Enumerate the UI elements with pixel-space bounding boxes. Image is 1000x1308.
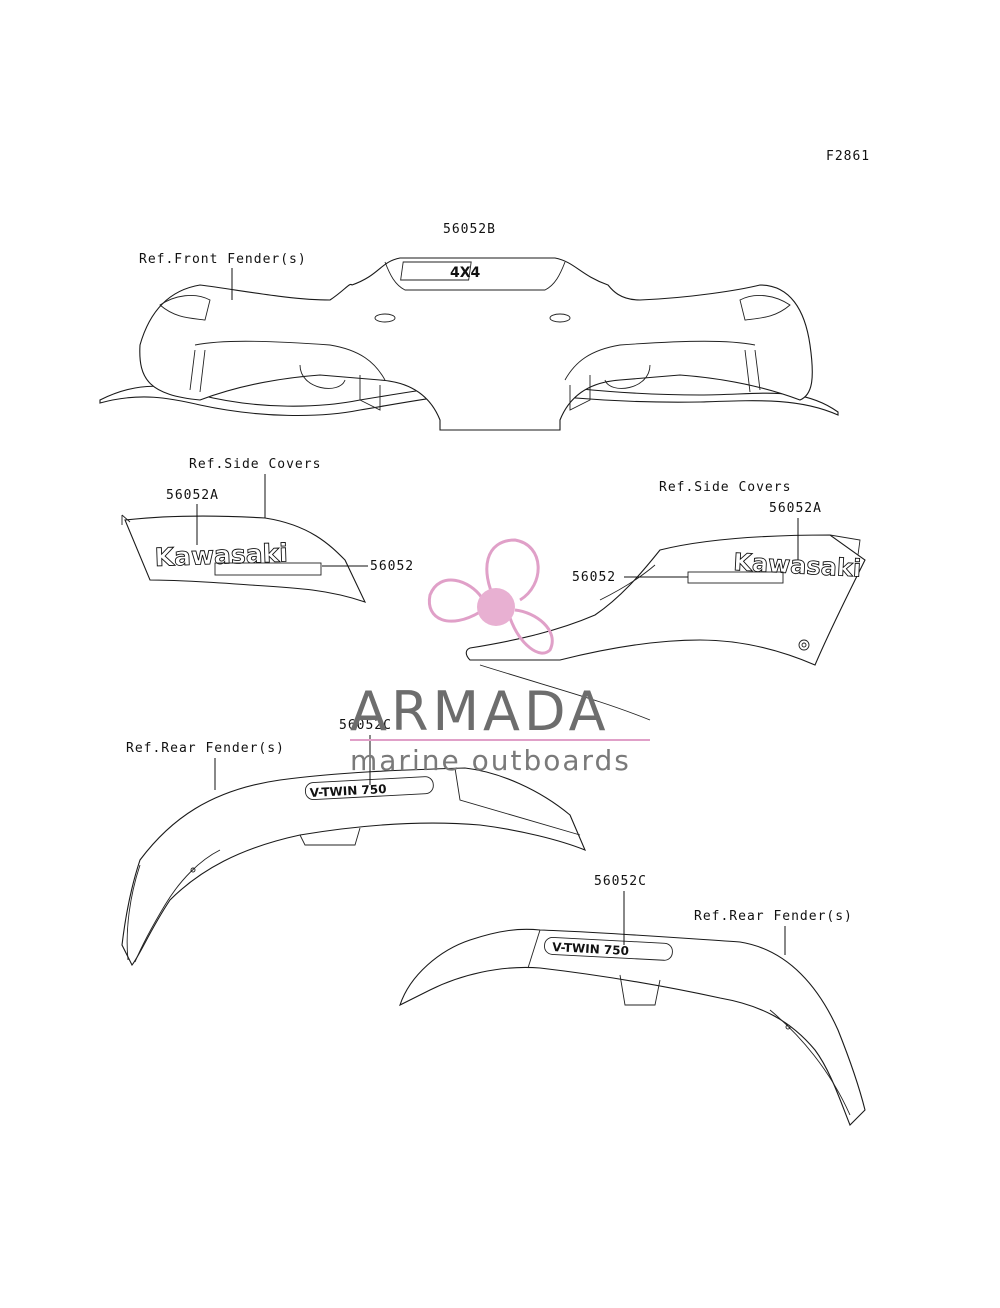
front-fender: 4X4	[99, 257, 839, 431]
left-rear-part-number: 56052C	[339, 718, 392, 733]
right-rear-fender: V-TWIN 750	[399, 928, 866, 1126]
right-engine-decal: V-TWIN 750	[552, 940, 629, 958]
right-rear-fender-ref: Ref.Rear Fender(s)	[694, 909, 853, 924]
left-engine-decal: V-TWIN 750	[309, 782, 386, 800]
armada-watermark: ARMADA marine outboards	[350, 538, 650, 777]
right-side-cover-ref: Ref.Side Covers	[659, 480, 791, 495]
right-side-part: 56052	[572, 570, 616, 585]
front-part-number: 56052B	[443, 222, 496, 237]
right-side-cover: Kawasaki BRUTE FORCE	[465, 534, 866, 721]
decal-4x4: 4X4	[450, 265, 481, 281]
left-side-part-a: 56052A	[166, 488, 219, 503]
watermark-brand: ARMADA	[350, 680, 610, 743]
left-side-part: 56052	[370, 559, 414, 574]
right-rear-part-number: 56052C	[594, 874, 647, 889]
right-model-decal: BRUTE FORCE	[692, 574, 754, 583]
left-rear-fender: V-TWIN 750	[121, 767, 587, 967]
right-side-part-a: 56052A	[769, 501, 822, 516]
left-model-decal: BRUTE FORCE	[220, 566, 290, 576]
figure-id: F2861	[826, 149, 870, 164]
left-side-cover: Kawasaki BRUTE FORCE	[121, 514, 367, 603]
left-side-cover-ref: Ref.Side Covers	[189, 457, 321, 472]
left-rear-fender-ref: Ref.Rear Fender(s)	[126, 741, 285, 756]
front-fender-ref: Ref.Front Fender(s)	[139, 252, 307, 267]
left-brand-decal: Kawasaki	[154, 538, 288, 572]
watermark-tagline: marine outboards	[350, 744, 631, 777]
propeller-icon	[427, 538, 554, 655]
